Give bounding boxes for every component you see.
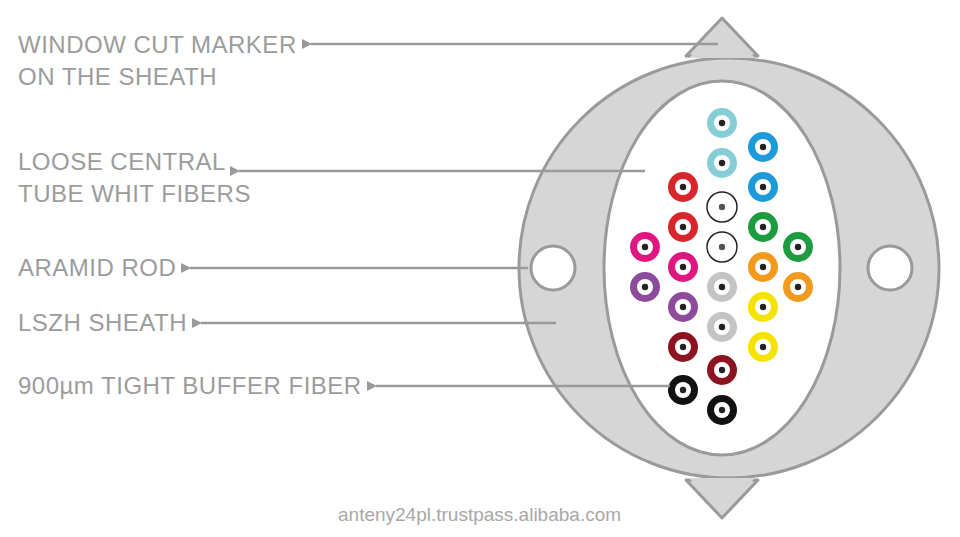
fiber-part [680, 387, 686, 393]
fiber-part [714, 199, 730, 215]
fiber-part [748, 212, 778, 242]
fiber-part [675, 219, 691, 235]
fiber-part [760, 144, 766, 150]
fiber-part [755, 299, 771, 315]
leader-line [376, 385, 670, 388]
fiber-part [755, 219, 771, 235]
fiber-part [719, 407, 725, 413]
fiber-part [760, 344, 766, 350]
callout-label: ARAMID ROD [18, 252, 176, 284]
fiber-part [707, 232, 737, 262]
leader-line [311, 43, 718, 46]
fiber-part [680, 344, 686, 350]
fiber-part [760, 184, 766, 190]
aramid-rod [868, 246, 912, 290]
fiber-part [795, 284, 801, 290]
fiber-part [707, 108, 737, 138]
leader-line [239, 170, 645, 173]
sheath [519, 18, 939, 518]
aramid-rod [531, 246, 575, 290]
fiber-part [637, 239, 653, 255]
fiber-part [707, 395, 737, 425]
fiber-part [680, 264, 686, 270]
fiber-part [755, 339, 771, 355]
fiber-part [675, 339, 691, 355]
fiber-part [714, 115, 730, 131]
fiber-part [790, 239, 806, 255]
fiber-part [707, 192, 737, 222]
fiber-part [755, 179, 771, 195]
fiber-part [680, 184, 686, 190]
fiber-part [719, 244, 725, 250]
watermark: anteny24pl.trustpass.alibaba.com [338, 503, 621, 527]
leader-lines [190, 44, 718, 386]
fiber-part [675, 299, 691, 315]
fiber-part [748, 252, 778, 282]
fiber-part [630, 232, 660, 262]
leader-line [190, 267, 528, 270]
fiber-part [714, 319, 730, 335]
fiber-part [668, 212, 698, 242]
fiber-part [675, 179, 691, 195]
fiber-part [668, 375, 698, 405]
callout-label: LSZH SHEATH [18, 307, 187, 339]
callout-label: WINDOW CUT MARKER ON THE SHEATH [18, 29, 302, 93]
fiber-part [748, 292, 778, 322]
fiber-part [719, 204, 725, 210]
fiber-part [783, 272, 813, 302]
fiber-part [707, 272, 737, 302]
loose-tube [604, 81, 840, 455]
fiber-part [755, 259, 771, 275]
fiber-part [668, 172, 698, 202]
fiber-part [795, 244, 801, 250]
fiber-part [748, 132, 778, 162]
fiber-part [719, 367, 725, 373]
fiber-part [714, 155, 730, 171]
fiber-part [668, 332, 698, 362]
fiber-part [760, 304, 766, 310]
fiber-part [675, 259, 691, 275]
fiber-part [707, 148, 737, 178]
fiber-part [707, 312, 737, 342]
fiber-part [668, 252, 698, 282]
fiber-part [637, 279, 653, 295]
fiber-part [783, 232, 813, 262]
fiber-part [760, 264, 766, 270]
fiber-part [714, 402, 730, 418]
callout-label: 900µm TIGHT BUFFER FIBER [18, 370, 362, 402]
fiber-part [714, 279, 730, 295]
fiber-part [714, 362, 730, 378]
fiber-part [714, 239, 730, 255]
fiber-part [680, 304, 686, 310]
fiber-part [707, 355, 737, 385]
fiber-part [642, 284, 648, 290]
fiber-part [642, 244, 648, 250]
fiber-part [680, 224, 686, 230]
fiber-group [630, 108, 813, 425]
fiber-part [755, 139, 771, 155]
fiber-part [748, 172, 778, 202]
fiber-part [719, 324, 725, 330]
leader-line [201, 322, 556, 325]
fiber-part [668, 292, 698, 322]
fiber-part [790, 279, 806, 295]
fiber-part [760, 224, 766, 230]
callout-label: LOOSE CENTRAL TUBE WHIT FIBERS [18, 146, 256, 210]
fiber-part [630, 272, 660, 302]
fiber-part [719, 160, 725, 166]
fiber-part [719, 120, 725, 126]
fiber-part [675, 382, 691, 398]
fiber-part [719, 284, 725, 290]
fiber-part [748, 332, 778, 362]
